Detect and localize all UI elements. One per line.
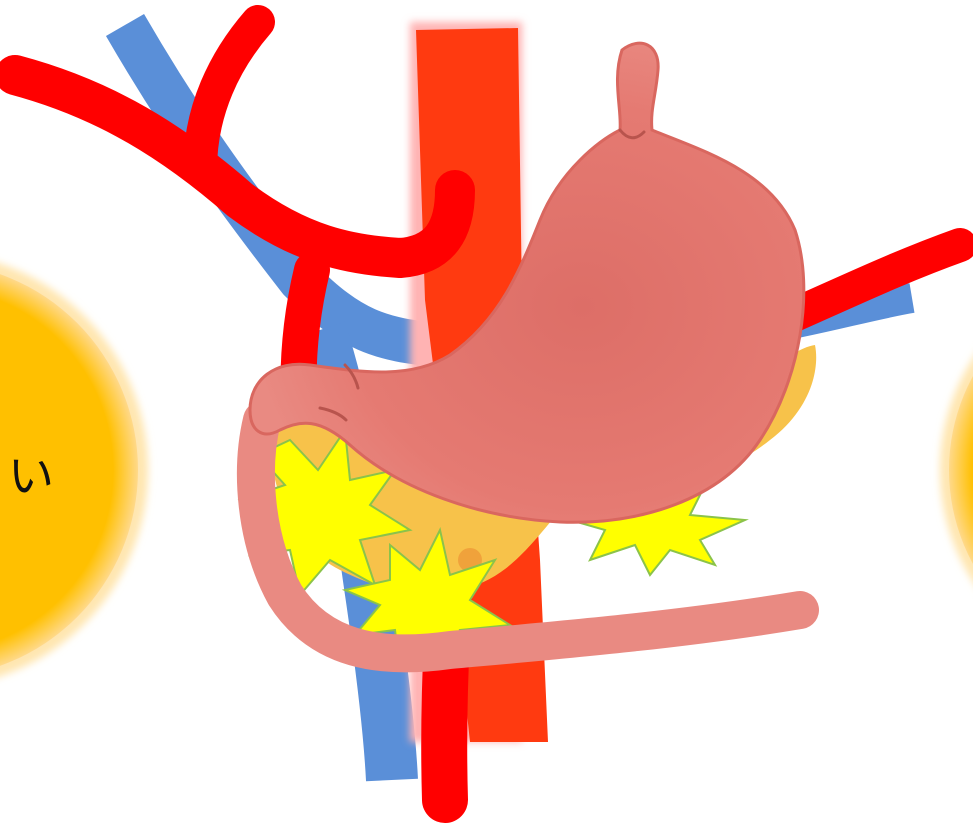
left-bubble-text: い xyxy=(8,449,54,503)
right-callout-bubble xyxy=(940,265,973,675)
right-bubble-circle xyxy=(949,274,973,666)
left-callout-bubble: い xyxy=(0,252,148,688)
